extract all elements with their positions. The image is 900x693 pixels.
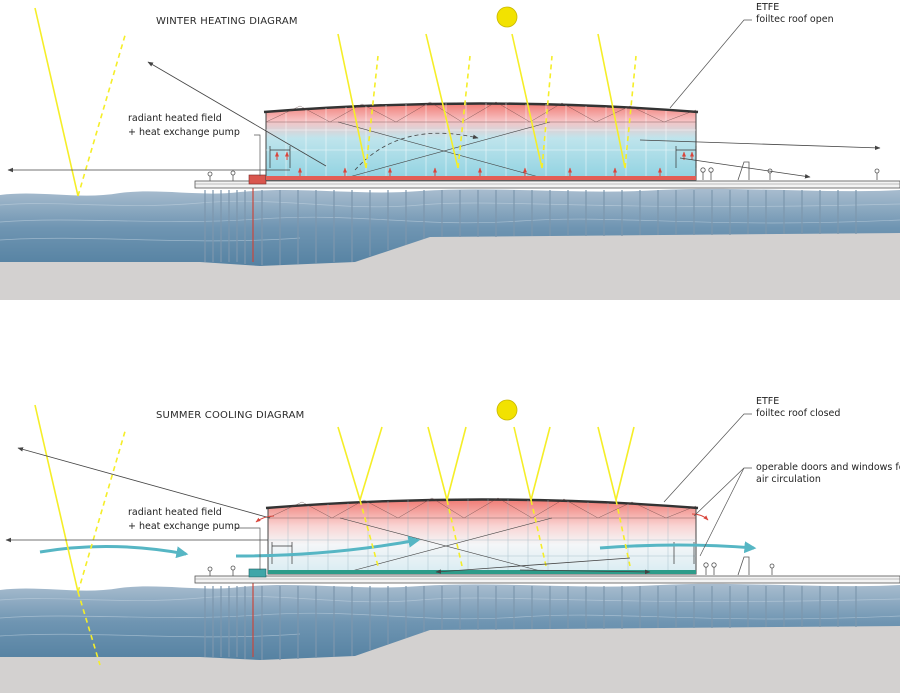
heat-rise-arrows [275,151,694,176]
pier-deck [194,174,900,189]
roof-open-label: foiltec roof open [756,14,834,25]
operable-doors-label: operable doors and windows for [756,462,900,473]
operable-vent-arrows [255,513,709,523]
pump-leader-line [236,527,261,570]
etfe-label: ETFE [756,396,779,407]
winter-diagram-title: WINTER HEATING DIAGRAM [156,16,298,27]
air-circulation-label: air circulation [756,474,821,485]
heat-pump-label: + heat exchange pump [128,127,240,138]
airflow-arrows [39,535,757,559]
summer-cooling-panel: SUMMER COOLING DIAGRAM ETFE foiltec roof… [0,396,900,693]
doors-leader-line [693,467,752,517]
etfe-leader-line [663,413,752,503]
radiant-field-label: radiant heated field [128,113,222,124]
pier-piles [204,586,857,660]
seabed [0,233,900,300]
people-figures [207,556,775,576]
sun-rays [34,404,635,666]
water-ripples [0,200,900,242]
pier-piles [204,190,857,265]
radiant-field-label: radiant heated field [128,507,222,518]
winter-heating-panel: WINTER HEATING DIAGRAM ETFE foiltec roof… [0,2,900,300]
pump-leader-line [254,134,261,176]
sun-icon [496,6,518,28]
water-ripples [0,595,900,638]
etfe-label: ETFE [756,2,779,13]
heat-pump-label: + heat exchange pump [128,521,240,532]
radiant-heated-floor [266,176,696,180]
sun-rays [34,7,637,197]
seabed [0,626,900,693]
sun-icon [496,399,518,421]
pier-deck [194,568,900,584]
roof-closed-label: foiltec roof closed [756,408,840,419]
etfe-leader-line [669,19,752,109]
doors-leader-line-2 [699,467,745,557]
pavilion-building [263,101,699,181]
summer-diagram-title: SUMMER COOLING DIAGRAM [156,410,305,421]
cooled-floor-strip [268,570,696,574]
radiation-arrows [5,447,651,575]
radiation-arrows [7,61,881,179]
pavilion-building [255,497,709,575]
